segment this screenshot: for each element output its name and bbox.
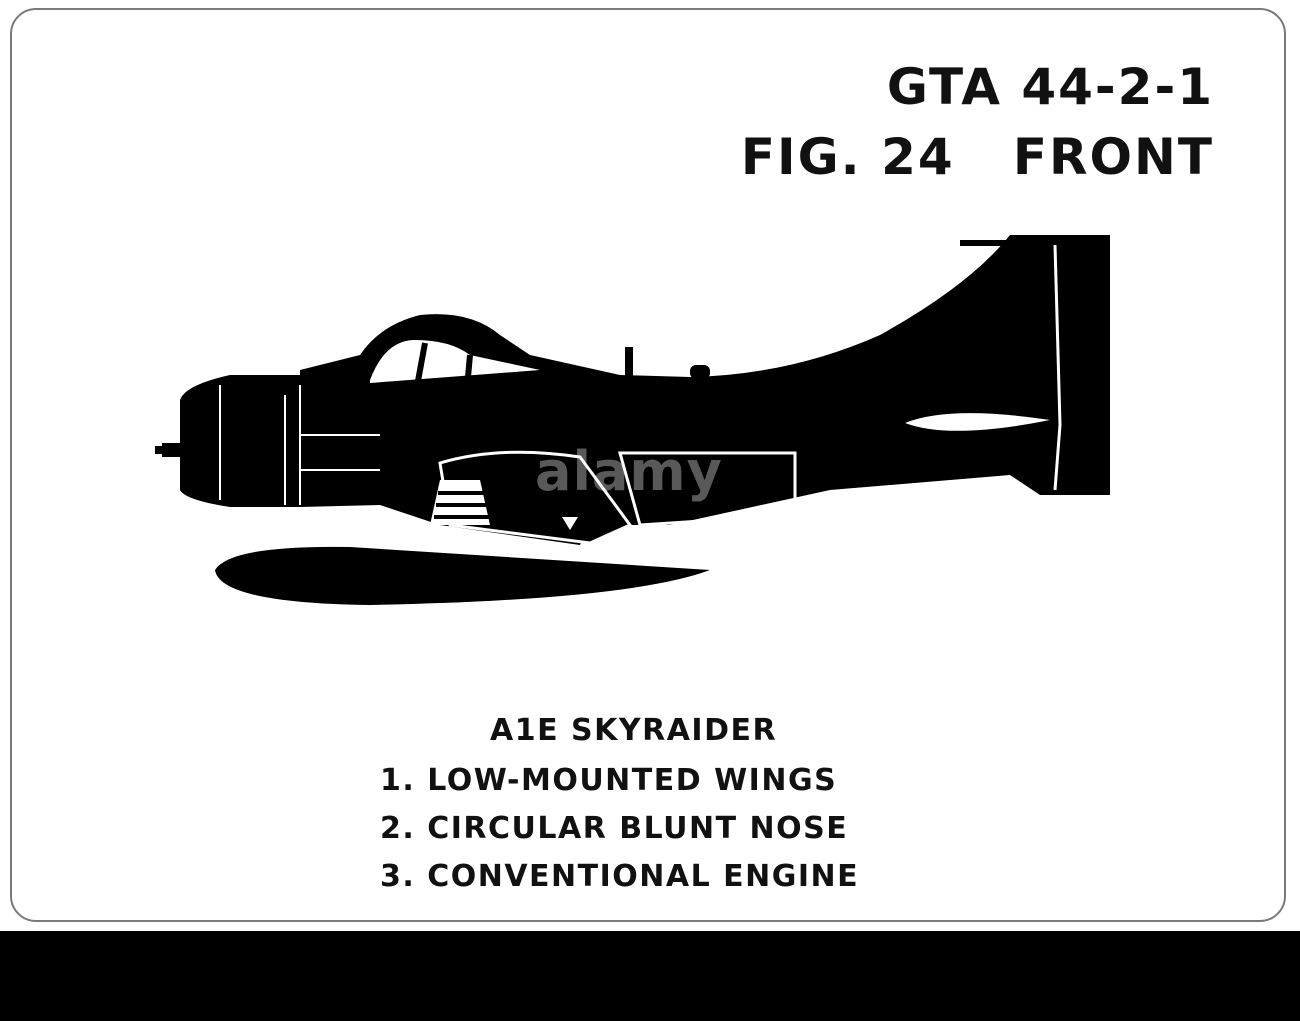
aircraft-designation: A1E SKYRAIDER <box>490 713 778 748</box>
tail-antenna <box>960 240 1015 246</box>
card-code: GTA 44-2-1 <box>886 58 1214 116</box>
gear-triangle <box>562 517 578 530</box>
grille-slats <box>434 491 489 519</box>
feature-item-3: 3. CONVENTIONAL ENGINE <box>380 859 860 894</box>
canopy <box>370 340 540 383</box>
prop-spinner <box>162 443 180 457</box>
footer-bar <box>0 931 1300 1021</box>
dive-brake-outline <box>618 451 797 527</box>
wing-shape <box>215 546 710 605</box>
aircraft-silhouette <box>155 235 1110 605</box>
feature-item-2: 2. CIRCULAR BLUNT NOSE <box>380 811 849 846</box>
rudder-outline <box>1053 244 1062 491</box>
prop-tip <box>155 446 162 454</box>
cowling-lines <box>219 385 380 505</box>
fin-roundel <box>905 413 1050 431</box>
antenna-bump <box>690 365 710 379</box>
canopy-frame <box>415 342 473 382</box>
feature-item-1: 1. LOW-MOUNTED WINGS <box>380 763 838 798</box>
fuselage-shape <box>180 235 1110 545</box>
antenna-mast <box>625 347 633 377</box>
figure-label: FIG. 24 FRONT <box>740 128 1214 186</box>
